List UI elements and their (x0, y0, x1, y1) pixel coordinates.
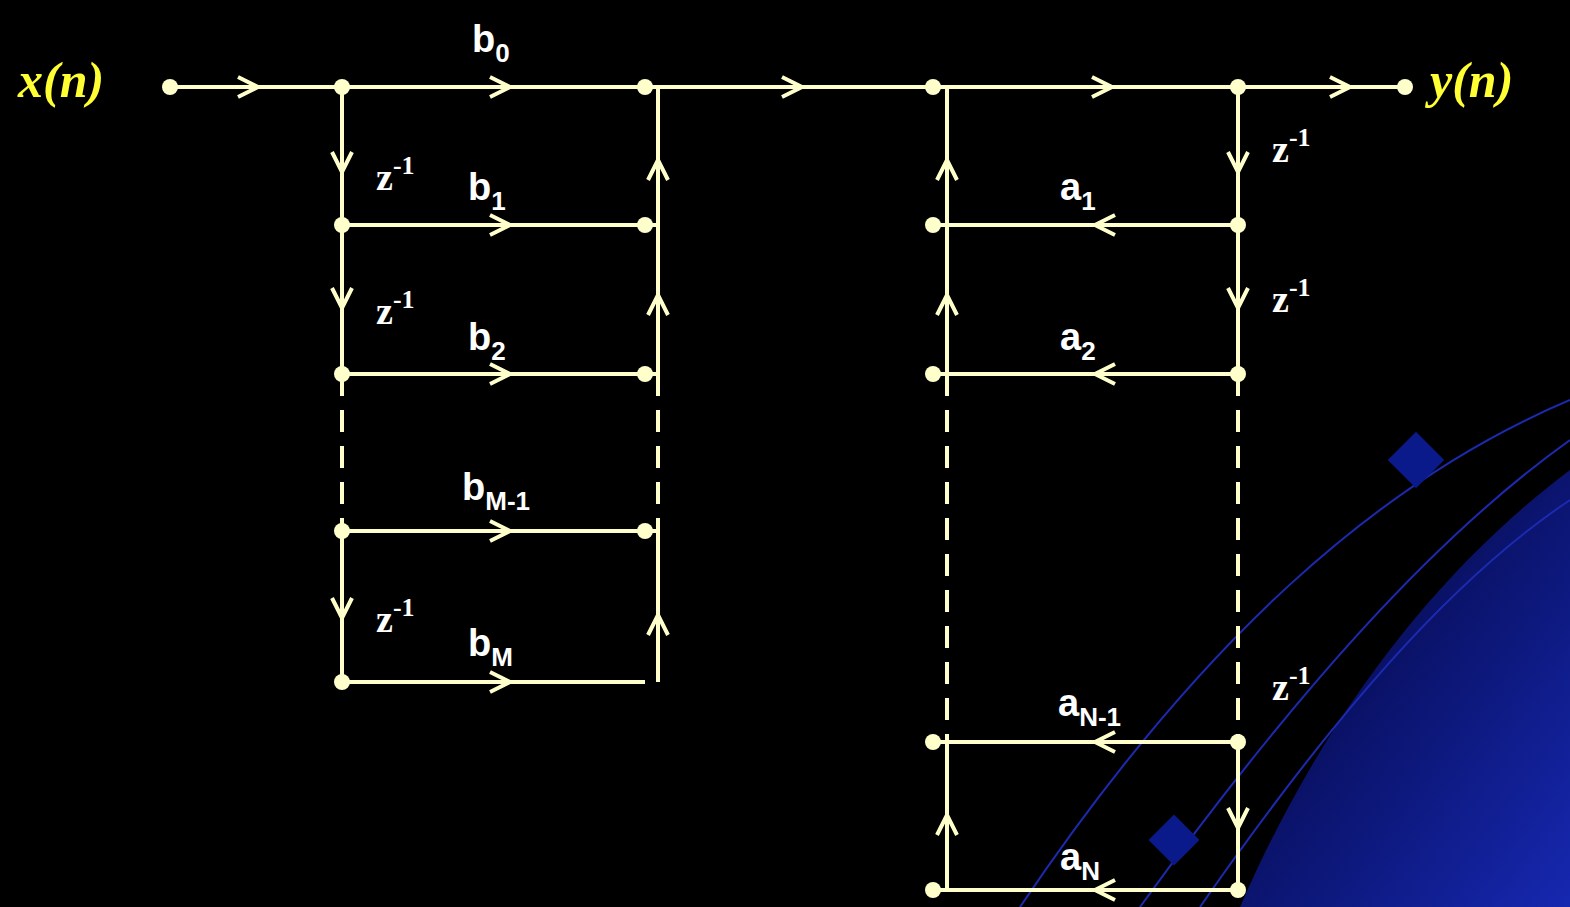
coefficient-label: a1 (1060, 168, 1096, 206)
coefficient-label: aN (1060, 838, 1100, 876)
background-decoration (1020, 400, 1570, 907)
delay-label: z-1 (1272, 668, 1311, 706)
signal-name: y(n) (1430, 55, 1513, 105)
signal-wires (170, 87, 1405, 890)
delay-label: z-1 (376, 292, 415, 330)
coefficient-label: bM (468, 624, 513, 662)
coefficient-label: b2 (468, 318, 506, 356)
coefficient-label: bM-1 (462, 468, 530, 506)
junction-dots (162, 79, 1413, 898)
signal-name: x(n) (18, 55, 104, 105)
coefficient-label: b1 (468, 168, 506, 206)
delay-label: z-1 (376, 600, 415, 638)
coefficient-label: aN-1 (1058, 684, 1121, 722)
arrowheads (238, 77, 1350, 900)
delay-label: z-1 (1272, 280, 1311, 318)
coefficient-label: b0 (472, 20, 510, 58)
delay-label: z-1 (1272, 130, 1311, 168)
coefficient-label: a2 (1060, 318, 1096, 356)
delay-label: z-1 (376, 158, 415, 196)
